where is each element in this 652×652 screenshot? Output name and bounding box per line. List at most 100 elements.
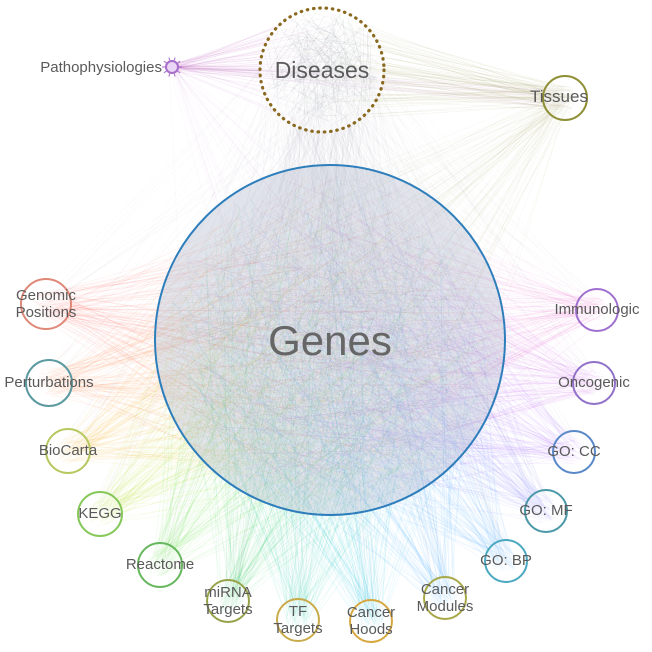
bundle-diseases-go-bp (265, 18, 516, 567)
node-perturbations-label: Perturbations (4, 374, 93, 391)
bundle-reactome-genes (146, 181, 491, 578)
node-biocarta-label: BioCarta (39, 442, 98, 459)
edge-bundles (33, 12, 610, 633)
bundle-diseases-cancer-modules (293, 12, 453, 605)
node-diseases (258, 6, 386, 134)
bundle-diseases-tf-targets (273, 34, 352, 627)
bundle-immunologic-genes (165, 178, 610, 495)
node-perturbations (25, 359, 73, 407)
diseases-texture (264, 11, 381, 128)
node-pathophysiologies-label: Pathophysiologies (40, 59, 162, 76)
node-cancer-modules-label: Modules (417, 598, 474, 615)
node-go-bp-label: GO: BP (480, 552, 532, 569)
node-mirna-targets-circle[interactable] (206, 579, 250, 623)
nodes (20, 6, 619, 643)
node-reactome-circle[interactable] (137, 542, 183, 588)
node-go-mf-circle[interactable] (524, 489, 568, 533)
node-pathophysiologies-spike (168, 73, 171, 77)
bundle-kegg-genes (87, 175, 490, 528)
node-immunologic-label: Immunologic (554, 301, 640, 318)
node-go-bp-circle[interactable] (484, 539, 528, 583)
bundle-diseases-genes (165, 16, 485, 506)
node-oncogenic-circle[interactable] (572, 361, 616, 405)
node-go-cc-label: GO: CC (547, 443, 601, 460)
bundle-oncogenic-genes (168, 186, 607, 499)
internal-texture (163, 11, 497, 509)
node-genes-label: Genes (268, 317, 392, 364)
node-labels: Genes Diseases PathophysiologiesTissuesGen… (4, 57, 640, 638)
node-oncogenic-label: Oncogenic (558, 374, 630, 391)
node-perturbations-circle[interactable] (25, 359, 73, 407)
node-cancer-modules-circle[interactable] (423, 576, 467, 620)
node-mirna-targets-label: miRNA (204, 584, 252, 601)
node-cancer-hoods-label: Hoods (349, 621, 392, 638)
node-cancer-hoods-circle[interactable] (349, 599, 393, 643)
node-go-bp (484, 539, 528, 583)
bundle-genomic-positions-genes (33, 175, 491, 500)
node-genomic-positions-circle[interactable] (20, 278, 72, 330)
node-tissues (542, 75, 588, 121)
node-tissues-label: Tissues (530, 87, 588, 106)
node-reactome-label: Reactome (126, 556, 194, 573)
genes-overlay (155, 165, 505, 515)
bundle-mirna-targets-genes (177, 182, 488, 613)
node-pathophysiologies-spike (177, 70, 181, 74)
node-genomic-positions-label: Positions (16, 304, 77, 321)
node-mirna-targets (206, 579, 250, 623)
node-pathophysiologies-spike (163, 70, 167, 74)
node-kegg (77, 491, 123, 537)
bundle-pathophysiologies-genes (168, 64, 475, 491)
node-go-cc (552, 430, 596, 474)
diseases-overlay (260, 8, 384, 132)
node-immunologic (575, 288, 619, 332)
node-kegg-label: KEGG (78, 505, 121, 522)
bundle-diseases-mirna-targets (218, 16, 378, 611)
node-cancer-hoods (349, 599, 393, 643)
bundle-tissues-genes (168, 85, 579, 492)
node-pathophysiologies-spike (173, 57, 176, 61)
node-diseases-label: Diseases (275, 57, 370, 83)
node-pathophysiologies-spike (177, 60, 181, 64)
node-go-mf (524, 489, 568, 533)
bundle-go-mf-genes (171, 175, 559, 524)
node-genes (154, 164, 506, 516)
node-pathophysiologies-circle[interactable] (165, 60, 179, 74)
node-kegg-circle[interactable] (77, 491, 123, 537)
node-go-mf-label: GO: MF (519, 502, 572, 519)
bundle-biocarta-genes (55, 186, 485, 491)
node-oncogenic (572, 361, 616, 405)
node-tf-targets-label: Targets (273, 620, 322, 637)
node-cancer-modules-label: Cancer (421, 581, 469, 598)
node-immunologic-circle[interactable] (575, 288, 619, 332)
node-cancer-modules (423, 576, 467, 620)
node-pathophysiologies (162, 57, 182, 77)
node-tf-targets-label: TF (289, 603, 307, 620)
node-reactome (137, 542, 183, 588)
genes-texture (163, 169, 497, 509)
node-pathophysiologies-spike (168, 57, 171, 61)
node-pathophysiologies-spike (163, 60, 167, 64)
node-mirna-targets-label: Targets (203, 601, 252, 618)
node-diseases-circle[interactable] (258, 6, 386, 134)
node-go-cc-circle[interactable] (552, 430, 596, 474)
bundle-diseases-biocarta (56, 28, 374, 459)
node-biocarta-circle[interactable] (45, 428, 91, 474)
bundle-diseases-go-cc (285, 21, 583, 461)
node-cancer-hoods-label: Cancer (347, 604, 395, 621)
node-tf-targets (276, 598, 320, 642)
node-tissues-circle[interactable] (542, 75, 588, 121)
bundle-cancer-hoods-genes (172, 174, 489, 633)
node-genes-circle[interactable] (154, 164, 506, 516)
bundle-perturbations-genes (36, 178, 485, 504)
node-pathophysiologies-spike (173, 73, 176, 77)
bundle-go-cc-genes (173, 198, 587, 507)
bundle-go-bp-genes (169, 188, 519, 573)
node-tf-targets-circle[interactable] (276, 598, 320, 642)
node-genomic-positions-label: Genomic (16, 287, 77, 304)
node-genomic-positions (20, 278, 72, 330)
node-biocarta (45, 428, 91, 474)
bundle-tf-targets-genes (179, 204, 488, 633)
bundle-cancer-modules-genes (173, 173, 478, 609)
